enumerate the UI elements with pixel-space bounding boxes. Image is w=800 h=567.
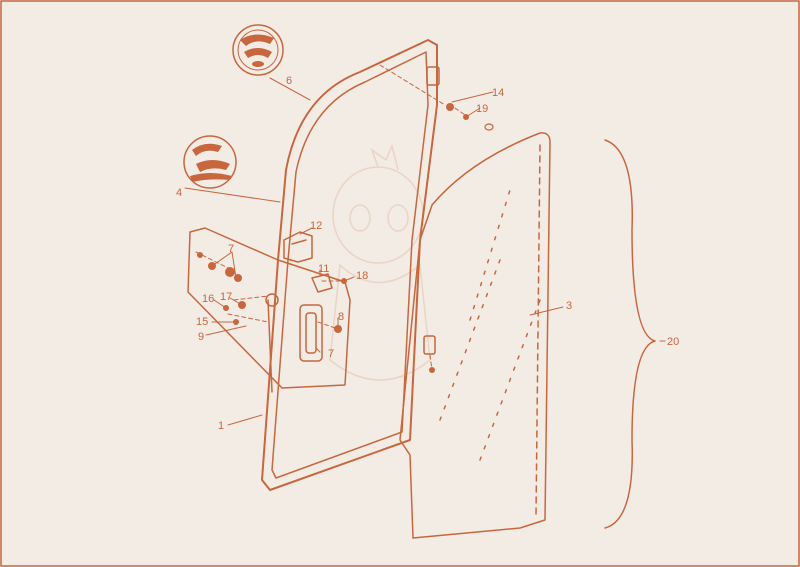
bracket-20 — [604, 139, 656, 529]
callout-18: 18 — [356, 270, 368, 282]
callout-6: 6 — [286, 75, 292, 87]
lock-part-12 — [283, 231, 313, 263]
callout-12: 12 — [310, 220, 322, 232]
callout-8: 8 — [338, 311, 344, 323]
callout-14: 14 — [492, 87, 504, 99]
assembly-lines — [195, 64, 469, 371]
fasteners — [197, 103, 494, 373]
callout-17: 17 — [220, 291, 232, 303]
door-frame — [261, 39, 438, 491]
callout-16: 16 — [202, 293, 214, 305]
sealant-badge-icon — [183, 135, 237, 189]
leader-lines — [184, 77, 666, 426]
hinges — [423, 66, 440, 355]
callout-19: 19 — [476, 103, 488, 115]
callout-labels: 1 3 4 6 7 7 8 9 11 12 14 15 16 17 18 19 … — [176, 75, 679, 432]
callout-11: 11 — [318, 263, 329, 275]
callout-15: 15 — [196, 316, 208, 328]
callout-7a: 7 — [228, 243, 234, 255]
callout-3: 3 — [566, 300, 572, 312]
callout-4: 4 — [176, 187, 182, 199]
glass-panel — [399, 132, 551, 539]
callout-1: 1 — [218, 420, 224, 432]
latch-part-11 — [311, 273, 333, 293]
adhesive-badge-icon — [232, 24, 284, 76]
inner-panel — [187, 227, 351, 393]
callout-20: 20 — [667, 336, 679, 348]
door-handle — [299, 304, 323, 362]
callout-9: 9 — [198, 331, 204, 343]
callout-7b: 7 — [328, 348, 334, 360]
